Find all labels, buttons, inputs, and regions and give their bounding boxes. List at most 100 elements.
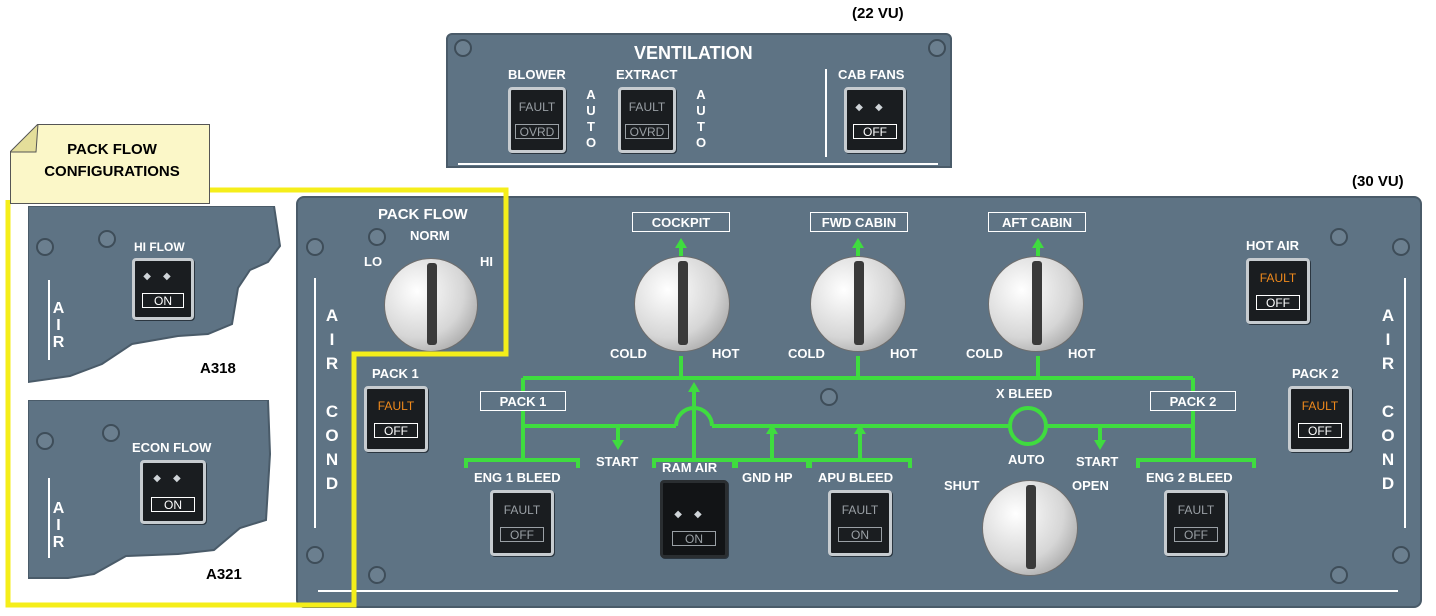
pack-flow-selector-knob[interactable] <box>384 258 478 352</box>
air-cond-vu-label: (30 VU) <box>1352 173 1404 190</box>
blower-fault-text: FAULT <box>518 100 556 114</box>
pushbutton-dots: ◆◆ <box>674 509 714 520</box>
extract-fault-text: FAULT <box>628 100 666 114</box>
knob-pointer <box>427 263 437 345</box>
x-bleed-shut-label: SHUT <box>944 478 980 493</box>
eng2-bleed-off-text: OFF <box>1174 527 1218 542</box>
ram-air-pushbutton[interactable]: ◆◆ ON <box>660 480 728 558</box>
pack-flow-norm-label: NORM <box>410 228 450 243</box>
eng1-bleed-label: ENG 1 BLEED <box>474 470 561 485</box>
pushbutton-dots: ◆◆ <box>143 271 183 282</box>
pack2-off-text: OFF <box>1298 423 1342 438</box>
pack2-label: PACK 2 <box>1292 366 1339 381</box>
extract-pushbutton[interactable]: FAULT OVRD <box>618 87 676 153</box>
callout-folded-corner <box>10 124 39 153</box>
pack1-label: PACK 1 <box>372 366 419 381</box>
eng1-bleed-fault-text: FAULT <box>503 503 541 517</box>
start-left-label: START <box>596 454 639 469</box>
blower-ovrd-text: OVRD <box>515 124 559 139</box>
cab-fans-label: CAB FANS <box>838 67 905 82</box>
eng2-bleed-label: ENG 2 BLEED <box>1146 470 1233 485</box>
hot-air-off-text: OFF <box>1256 295 1300 310</box>
panel-screw <box>102 424 120 442</box>
x-bleed-label: X BLEED <box>996 386 1053 401</box>
eng1-bleed-off-text: OFF <box>500 527 544 542</box>
panel-screw <box>454 39 472 57</box>
cab-fans-pushbutton[interactable]: ◆◆ OFF <box>844 87 906 153</box>
ventilation-title: VENTILATION <box>634 43 753 63</box>
pushbutton-dots: ◆◆ <box>855 102 895 113</box>
pack2-flow-label: PACK 2 <box>1150 391 1236 411</box>
panel-screw <box>98 230 116 248</box>
a321-air-text: AIR <box>50 500 67 551</box>
extract-ovrd-text: OVRD <box>625 124 669 139</box>
panel-screw <box>928 39 946 57</box>
knob-pointer <box>1032 261 1042 345</box>
hot-air-fault-text: FAULT <box>1259 271 1297 285</box>
cockpit-cold-label: COLD <box>610 346 647 361</box>
a318-model-label: A318 <box>200 360 236 377</box>
hi-flow-pushbutton[interactable]: ◆◆ ON <box>132 258 194 320</box>
left-border-line <box>314 278 316 528</box>
panel-bottom-line <box>458 163 938 165</box>
air-divider-line <box>48 280 50 360</box>
panel-screw <box>1330 566 1348 584</box>
pack2-fault-text: FAULT <box>1301 399 1339 413</box>
cockpit-zone-label: COCKPIT <box>632 212 730 232</box>
econ-flow-label: ECON FLOW <box>132 440 212 455</box>
pack1-pushbutton[interactable]: FAULT OFF <box>364 386 428 452</box>
pack1-fault-text: FAULT <box>377 399 415 413</box>
divider-line <box>825 69 827 157</box>
eng2-bleed-pushbutton[interactable]: FAULT OFF <box>1164 490 1228 556</box>
knob-pointer <box>678 261 688 345</box>
aft-cabin-temp-selector-knob[interactable] <box>988 256 1084 352</box>
blower-pushbutton[interactable]: FAULT OVRD <box>508 87 566 153</box>
callout-title: PACK FLOW CONFIGURATIONS <box>44 141 180 180</box>
ram-air-label: RAM AIR <box>662 460 718 475</box>
econ-flow-pushbutton[interactable]: ◆◆ ON <box>140 460 206 524</box>
bottom-border-line <box>318 590 1398 592</box>
fwd-cabin-hot-label: HOT <box>890 346 918 361</box>
ram-air-on-text: ON <box>672 531 716 546</box>
panel-screw <box>1392 238 1410 256</box>
a321-model-label: A321 <box>206 566 242 583</box>
aft-cabin-hot-label: HOT <box>1068 346 1096 361</box>
panel-screw <box>1330 228 1348 246</box>
apu-bleed-pushbutton[interactable]: FAULT ON <box>828 490 892 556</box>
a318-air-text: AIR <box>50 300 67 351</box>
pack-flow-lo-label: LO <box>364 254 383 269</box>
ventilation-vu-label: (22 VU) <box>852 5 904 22</box>
aft-cabin-cold-label: COLD <box>966 346 1003 361</box>
x-bleed-selector-knob[interactable] <box>982 480 1078 576</box>
panel-screw <box>306 546 324 564</box>
panel-screw <box>368 228 386 246</box>
panel-screw <box>368 566 386 584</box>
panel-screw <box>306 238 324 256</box>
pack2-pushbutton[interactable]: FAULT OFF <box>1288 386 1352 452</box>
right-border-line <box>1404 278 1406 528</box>
cockpit-temp-selector-knob[interactable] <box>634 256 730 352</box>
blower-label: BLOWER <box>508 67 566 82</box>
pack1-flow-label: PACK 1 <box>480 391 566 411</box>
extract-label: EXTRACT <box>616 67 678 82</box>
knob-pointer <box>1026 485 1036 569</box>
pack-flow-hi-label: HI <box>480 254 493 269</box>
gnd-hp-label: GND HP <box>742 470 793 485</box>
apu-bleed-label: APU BLEED <box>818 470 894 485</box>
pack-flow-title: PACK FLOW <box>378 206 468 223</box>
x-bleed-open-label: OPEN <box>1072 478 1109 493</box>
econ-flow-on-text: ON <box>151 497 195 512</box>
x-bleed-auto-label: AUTO <box>1008 452 1045 467</box>
pack-flow-configurations-callout: PACK FLOW CONFIGURATIONS <box>10 124 210 204</box>
eng1-bleed-pushbutton[interactable]: FAULT OFF <box>490 490 554 556</box>
fwd-cabin-temp-selector-knob[interactable] <box>810 256 906 352</box>
cockpit-hot-label: HOT <box>712 346 740 361</box>
panel-screw <box>36 238 54 256</box>
hot-air-pushbutton[interactable]: FAULT OFF <box>1246 258 1310 324</box>
